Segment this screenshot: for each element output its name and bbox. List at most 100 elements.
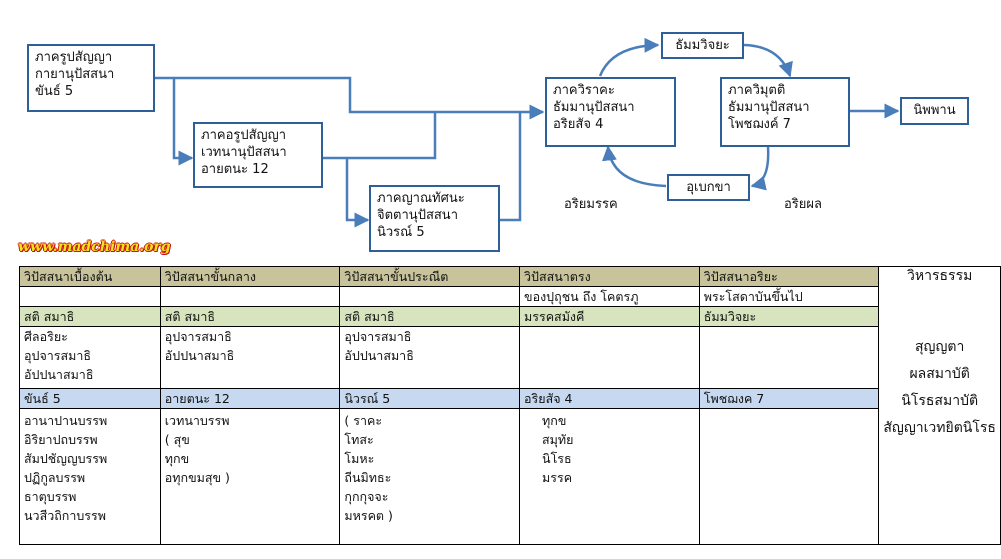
connector-thammawijaya-to-wimutti <box>743 43 793 78</box>
box-upekkha: อุเบกขา <box>667 174 750 201</box>
label-ariyamagga: อริยมรรค <box>564 197 618 212</box>
table-cell: มรรคสมังคี <box>519 306 700 327</box>
header-cell: วิปัสสนาเบื้องต้น <box>19 266 161 287</box>
box-yan-line2: จิตตานุปัสสนา <box>377 208 458 223</box>
table-cell: อริยสัจ 4 <box>519 388 700 409</box>
cell-line: สมุทัย <box>542 432 574 447</box>
table-cell <box>159 286 341 307</box>
box-wiraka: ภาควิราคะ ธัมมานุปัสสนา อริยสัจ 4 <box>545 77 676 147</box>
side-column: วิหารธรรม สุญญตา ผลสมาบัติ นิโรธสมาบัติ … <box>878 266 1001 545</box>
table-cell: สติ สมาธิ <box>339 306 521 327</box>
cell-line: อานาปานบรรพ <box>24 413 108 428</box>
connector-arupa-main <box>323 112 437 160</box>
box-rupa-line1: ภาครูปสัญญา <box>35 50 113 65</box>
cell-line: นวสีวถิกาบรรพ <box>24 508 106 523</box>
box-wiraka-line2: ธัมมานุปัสสนา <box>553 100 635 115</box>
table-cell: อายตนะ 12 <box>159 388 341 409</box>
side-item: นิโรธสมาบัติ <box>901 393 979 409</box>
table-cell: ธัมมวิจยะ <box>698 306 880 327</box>
header-cell: วิปัสสนาขั้นประณีต <box>339 266 521 287</box>
connector-rupa-main <box>155 76 545 120</box>
connector-wimutti-to-upekkha <box>750 146 770 191</box>
cell-line: ทุกข <box>164 451 190 466</box>
table-cell: สติ สมาธิ <box>159 306 341 327</box>
box-rupa-line2: กายานุปัสสนา <box>35 67 115 82</box>
box-nibbana-label: นิพพาน <box>913 103 956 118</box>
cell-line: ทุกข <box>542 413 567 428</box>
cell-line: มหรคต ) <box>344 508 393 523</box>
cell-line: อัปปนาสมาธิ <box>164 348 235 363</box>
table-cell: พระโสดาบันขึ้นไป <box>698 286 880 307</box>
box-thammawijaya-label: ธัมมวิจยะ <box>675 38 730 53</box>
header-cell: วิปัสสนาขั้นกลาง <box>159 266 341 287</box>
box-yan-thassana: ภาคญาณทัศนะ จิตตานุปัสสนา นิวรณ์ 5 <box>369 185 500 252</box>
table-cell: ทุกข สมุทัย นิโรธ มรรค <box>519 408 700 545</box>
box-wimutti-line2: ธัมมานุปัสสนา <box>728 100 810 115</box>
table-cell: นิวรณ์ 5 <box>339 388 521 409</box>
connector-wiraka-to-thammawijaya <box>598 37 660 77</box>
table-row-scope: ของปุถุชน ถึง โคตรภู พระโสดาบันขึ้นไป <box>19 286 1001 307</box>
cell-line: อทุกขมสุข ) <box>164 470 230 485</box>
cell-line: โทสะ <box>344 432 374 447</box>
vipassana-table: วิปัสสนาเบื้องต้น วิปัสสนาขั้นกลาง วิปัส… <box>19 266 1001 545</box>
connector-arupa-to-yan <box>345 158 370 228</box>
table-row-dhamma: ขันธ์ 5 อายตนะ 12 นิวรณ์ 5 อริยสัจ 4 โพช… <box>19 388 1001 409</box>
cell-line: เวทนาบรรพ <box>164 413 230 428</box>
cell-line: มรรค <box>542 470 573 485</box>
connector-yan-main <box>500 112 522 222</box>
box-arupa-line1: ภาคอรูปสัญญา <box>201 128 286 143</box>
header-cell: วิปัสสนาอริยะ <box>698 266 880 287</box>
table-cell: ของปุถุชน ถึง โคตรภู <box>519 286 700 307</box>
table-cell <box>519 326 700 389</box>
box-rupa-line3: ขันธ์ 5 <box>35 84 74 99</box>
header-cell: วิปัสสนาตรง <box>519 266 700 287</box>
cell-line: ปฏิกูลบรรพ <box>24 470 86 485</box>
site-watermark: www.madchima.org <box>18 239 171 255</box>
box-upekkha-label: อุเบกขา <box>686 180 731 195</box>
table-cell: อุปจารสมาธิ อัปปนาสมาธิ <box>339 326 521 389</box>
cell-line: อุปจารสมาธิ <box>24 348 92 363</box>
table-cell: อุปจารสมาธิ อัปปนาสมาธิ <box>159 326 341 389</box>
box-wimutti-line1: ภาควิมุตติ <box>728 83 786 98</box>
box-rupa-sanna: ภาครูปสัญญา กายานุปัสสนา ขันธ์ 5 <box>27 44 155 112</box>
box-arupa-sanna: ภาคอรูปสัญญา เวทนานุปัสสนา อายตนะ 12 <box>193 122 323 188</box>
table-row-sati: สติ สมาธิ สติ สมาธิ สติ สมาธิ มรรคสมังคี… <box>19 306 1001 327</box>
table-cell: ศีลอริยะ อุปจารสมาธิ อัปปนาสมาธิ <box>19 326 161 389</box>
side-item: ผลสมาบัติ <box>909 366 970 382</box>
cell-line: กุกกุจจะ <box>344 489 389 504</box>
cell-line: โมหะ <box>344 451 375 466</box>
cell-line: สัมปชัญญบรรพ <box>24 451 108 466</box>
side-items: สุญญตา ผลสมาบัติ นิโรธสมาบัติ สัญญาเวทยิ… <box>883 286 996 442</box>
table-row-samadhi: ศีลอริยะ อุปจารสมาธิ อัปปนาสมาธิ อุปจารส… <box>19 326 1001 389</box>
box-wiraka-line3: อริยสัจ 4 <box>553 117 604 132</box>
cell-line: อิริยาปถบรรพ <box>24 432 98 447</box>
cell-line: อุปจารสมาธิ <box>164 329 232 344</box>
table-cell: สติ สมาธิ <box>19 306 161 327</box>
box-arupa-line3: อายตนะ 12 <box>201 162 269 177</box>
cell-line: นิโรธ <box>542 451 572 466</box>
table-cell: เวทนาบรรพ ( สุข ทุกข อทุกขมสุข ) <box>159 408 341 545</box>
table-cell: โพชฌงค 7 <box>698 388 880 409</box>
table-cell <box>19 286 161 307</box>
cell-line: ธาตุบรรพ <box>24 489 77 504</box>
box-wimutti-line3: โพชฌงค์ 7 <box>728 117 791 132</box>
cell-line: ถีนมิทธะ <box>344 470 392 485</box>
box-wimutti: ภาควิมุตติ ธัมมานุปัสสนา โพชฌงค์ 7 <box>720 77 850 147</box>
flow-arrows <box>155 37 900 228</box>
cell-line: อุปจารสมาธิ <box>344 329 412 344</box>
cell-line: อัปปนาสมาธิ <box>344 348 414 363</box>
label-ariyaphala: อริยผล <box>784 197 822 212</box>
side-header: วิหารธรรม <box>907 268 973 284</box>
box-yan-line3: นิวรณ์ 5 <box>377 225 425 240</box>
box-arupa-line2: เวทนานุปัสสนา <box>201 145 287 160</box>
table-cell: อานาปานบรรพ อิริยาปถบรรพ สัมปชัญญบรรพ ปฏ… <box>19 408 161 545</box>
table-cell <box>698 408 880 545</box>
table-cell: ( ราคะ โทสะ โมหะ ถีนมิทธะ กุกกุจจะ มหรคต… <box>339 408 521 545</box>
box-yan-line1: ภาคญาณทัศนะ <box>377 191 465 206</box>
table-row-pabba: อานาปานบรรพ อิริยาปถบรรพ สัมปชัญญบรรพ ปฏ… <box>19 408 1001 545</box>
connector-rupa-to-arupa <box>172 78 194 166</box>
box-wiraka-line1: ภาควิราคะ <box>553 83 615 98</box>
cell-line: ( ราคะ <box>344 413 383 428</box>
table-cell <box>339 286 521 307</box>
cell-line: อัปปนาสมาธิ <box>24 367 94 382</box>
